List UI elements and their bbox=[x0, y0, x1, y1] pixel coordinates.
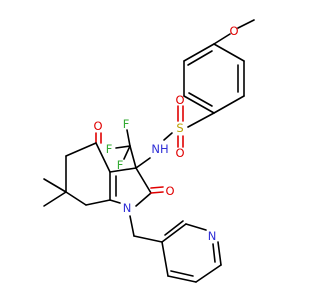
bond-c3-cf3 bbox=[129, 145, 137, 169]
bond-py4 bbox=[195, 264, 222, 283]
bond-py3-inner bbox=[212, 243, 216, 263]
bond-o-aryl bbox=[213, 33, 231, 45]
bond-ar3 bbox=[183, 95, 215, 114]
bond-methyl-o bbox=[237, 19, 255, 29]
structure-drawing: O S O O NH F F F O O N N bbox=[43, 19, 255, 283]
bond-py1-inner bbox=[164, 220, 184, 236]
bond-c6-me2 bbox=[43, 191, 67, 207]
bond-ar4 bbox=[213, 95, 245, 114]
bond-aryl-s bbox=[187, 112, 215, 128]
bond-lactam-o-b bbox=[150, 186, 164, 189]
bond-n1-c7a bbox=[109, 199, 121, 204]
bond-ch2-py bbox=[133, 235, 163, 243]
bond-ar6 bbox=[213, 43, 245, 62]
bond-c4-c5 bbox=[65, 142, 97, 157]
atom-o-ketone: O bbox=[93, 119, 102, 133]
atom-o-sulfonyl-top: O bbox=[175, 93, 184, 107]
bond-py6 bbox=[161, 241, 169, 277]
atom-n-indole: N bbox=[123, 201, 132, 215]
bond-py3 bbox=[217, 241, 222, 266]
bond-c3a-c4 bbox=[95, 142, 111, 173]
atom-labels: O S O O NH F F F O O N N bbox=[93, 24, 238, 243]
bond-cf3-f-bottom bbox=[123, 145, 131, 160]
bond-py5-inner bbox=[170, 270, 194, 277]
atom-f-top: F bbox=[123, 117, 130, 131]
atom-n-pyridine: N bbox=[208, 229, 217, 243]
bond-py2 bbox=[185, 223, 207, 231]
bond-ar1 bbox=[183, 43, 215, 62]
atom-o-sulfonyl-bottom: O bbox=[175, 146, 184, 160]
atom-f-left: F bbox=[106, 142, 113, 156]
bond-c2-n1 bbox=[135, 192, 152, 207]
atom-s-sulfonyl: S bbox=[176, 121, 183, 135]
bond-c6-c7 bbox=[65, 191, 87, 206]
bond-lactam-o-a bbox=[150, 191, 164, 194]
bond-n-c3 bbox=[135, 157, 151, 169]
atom-f-bottom: F bbox=[117, 158, 124, 172]
bond-n1-ch2 bbox=[129, 215, 135, 237]
bond-cf3-f-top bbox=[126, 129, 131, 147]
bond-c6-me1 bbox=[43, 178, 67, 193]
bond-py5 bbox=[167, 275, 197, 283]
atom-o-methoxy: O bbox=[229, 24, 238, 38]
bonds bbox=[43, 19, 255, 283]
bond-c3-c2 bbox=[135, 167, 152, 194]
bond-ar3-inner bbox=[188, 92, 213, 107]
bond-c3a-c3 bbox=[109, 167, 137, 173]
atom-o-lactam: O bbox=[165, 184, 174, 198]
bond-s-n bbox=[163, 132, 173, 141]
bond-c7-c7a bbox=[85, 199, 111, 206]
atom-nh-sulfonamide: NH bbox=[151, 142, 168, 156]
bond-cf3-f-left bbox=[115, 145, 131, 149]
bond-ar1-inner bbox=[187, 50, 213, 66]
bond-py1 bbox=[161, 223, 187, 243]
molecule-diagram: O S O O NH F F F O O N N bbox=[43, 19, 255, 283]
